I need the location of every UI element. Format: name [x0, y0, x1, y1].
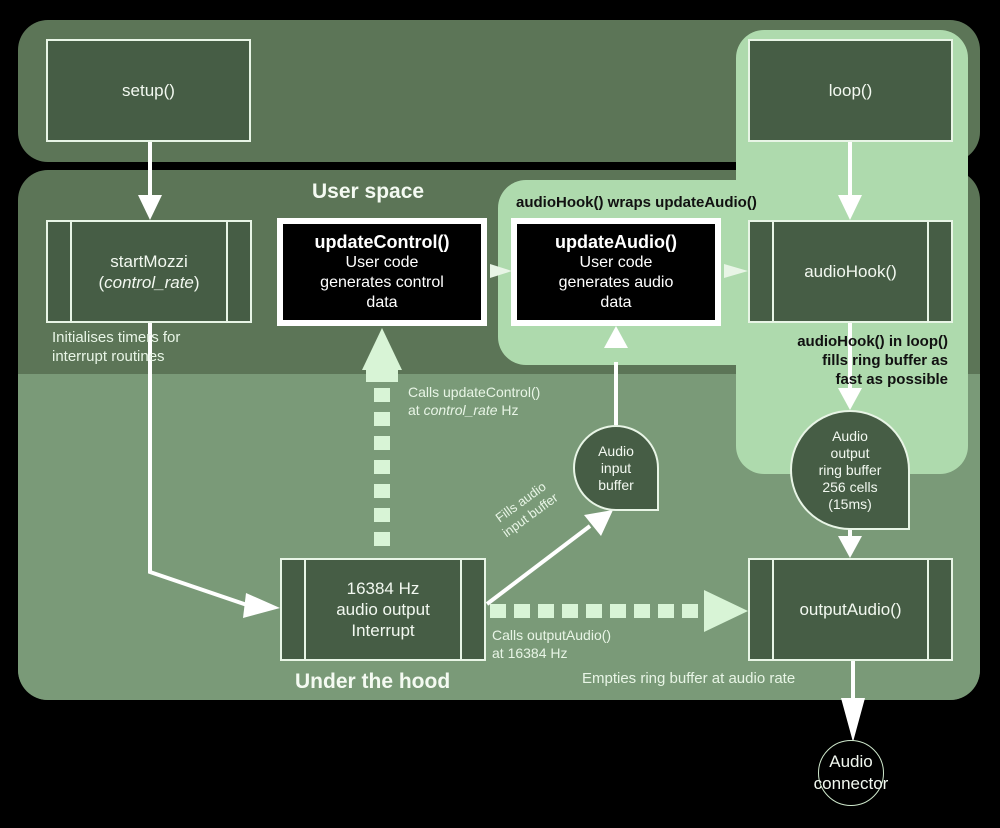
interrupt-line: audio output [336, 600, 430, 619]
note-text: control_rate [423, 402, 498, 418]
startmozzi-arg: (control_rate) [98, 272, 199, 293]
note-line: audioHook() in loop() [797, 333, 948, 350]
arrowhead [838, 388, 862, 410]
update-control-line: generates control [320, 274, 444, 291]
interrupt-line: 16384 Hz [346, 579, 420, 598]
bubble-line: (15ms) [828, 495, 872, 512]
arrowhead [138, 195, 162, 220]
arrowhead-output-audio [704, 590, 748, 632]
update-control-line: data [366, 294, 398, 311]
audio-input-buffer: Audio input buffer [573, 425, 659, 511]
audiohook-wraps-label: audioHook() wraps updateAudio() [516, 194, 757, 211]
update-audio-box: updateAudio() User code generates audio … [511, 218, 721, 326]
bubble-line: Audio [829, 752, 873, 771]
interrupt-box: 16384 Hz audio output Interrupt [280, 558, 486, 661]
bubble-line: ring buffer [818, 461, 882, 478]
arrow-startmozzi-to-interrupt [148, 322, 251, 608]
note-line: Calls updateControl() [408, 384, 541, 400]
arrowhead [604, 326, 628, 348]
output-audio-label: outputAudio() [799, 600, 902, 619]
empties-ring-note: Empties ring buffer at audio rate [582, 670, 796, 687]
note-line: fills ring buffer as [822, 352, 948, 369]
update-audio-line: User code [579, 254, 653, 271]
note-line: interrupt routines [52, 348, 165, 365]
audio-ring-buffer: Audio output ring buffer 256 cells (15ms… [790, 410, 910, 530]
arrowhead [838, 536, 862, 558]
bubble-line: Audio [598, 442, 634, 459]
arrow-interrupt-to-inputbuffer [485, 524, 592, 606]
update-audio-line: generates audio [558, 274, 674, 291]
calls-output-audio-note: Calls outputAudio() at 16384 Hz [492, 626, 611, 662]
arrowhead-update-control [362, 328, 402, 370]
arrowhead [243, 593, 280, 618]
bubble-line: connector [813, 774, 889, 793]
bubble-line: Audio [832, 427, 868, 444]
update-control-line: User code [345, 254, 419, 271]
output-audio-box: outputAudio() [748, 558, 953, 661]
audiohook-box: audioHook() [748, 220, 953, 323]
paren: ) [193, 272, 200, 292]
update-control-title: updateControl() [314, 232, 450, 252]
under-the-hood-title: Under the hood [295, 670, 451, 693]
audiohook-loop-note: audioHook() in loop() fills ring buffer … [740, 332, 948, 389]
paren: ( [98, 272, 105, 292]
bubble-line: 256 cells [822, 478, 878, 495]
note-line: Calls outputAudio() [492, 627, 612, 643]
arrowhead [584, 510, 613, 536]
startmozzi-label: startMozzi [110, 251, 188, 271]
note-line: Initialises timers for [52, 329, 181, 346]
note-line: at 16384 Hz [492, 645, 568, 661]
interrupt-line: Interrupt [351, 621, 415, 640]
arrowhead [838, 195, 862, 220]
update-audio-title: updateAudio() [555, 232, 677, 252]
init-timers-note: Initialises timers for interrupt routine… [52, 328, 180, 366]
audiohook-label: audioHook() [804, 262, 897, 281]
note-line: at control_rate Hz [408, 401, 540, 419]
bubble-line: buffer [598, 476, 634, 493]
loop-label: loop() [828, 81, 873, 100]
note-text: at [408, 402, 424, 418]
bubble-line: output [830, 444, 870, 461]
arrowhead [490, 264, 512, 278]
setup-box: setup() [46, 39, 251, 142]
arrowhead [724, 264, 748, 278]
note-text: Hz [497, 402, 519, 418]
calls-update-control-note: Calls updateControl() at control_rate Hz [408, 383, 540, 419]
startmozzi-box: startMozzi (control_rate) [46, 220, 252, 323]
update-control-box: updateControl() User code generates cont… [277, 218, 487, 326]
user-space-title: User space [312, 180, 425, 203]
setup-label: setup() [122, 81, 175, 100]
bubble-line: input [600, 459, 632, 476]
control-rate-arg: control_rate [104, 272, 194, 292]
arrowhead [841, 698, 865, 742]
audio-connector: Audio connector [814, 740, 888, 806]
loop-box: loop() [748, 39, 953, 142]
update-audio-line: data [600, 294, 632, 311]
note-line: fast as possible [835, 371, 948, 388]
